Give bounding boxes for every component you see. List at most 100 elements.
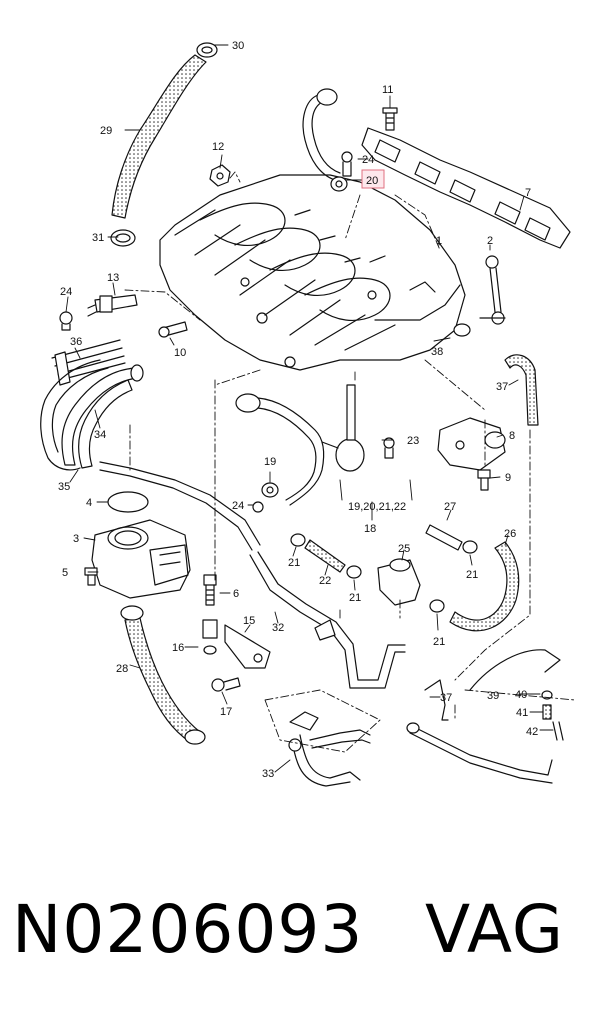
hose-26 (449, 541, 520, 632)
callout-6: 6 (233, 588, 239, 600)
callout-19: 19 (264, 456, 276, 468)
callout-12: 12 (212, 141, 224, 153)
callout-2: 2 (487, 235, 493, 247)
bracket-15 (224, 624, 271, 669)
pipe-32 (249, 551, 406, 689)
pipe-39 (406, 649, 561, 784)
pipe-assembly-33 (288, 711, 371, 787)
hose-34 (61, 364, 144, 469)
clamp-21a (290, 533, 306, 547)
callout-8: 8 (509, 430, 515, 442)
callout-30: 30 (232, 40, 244, 52)
callout-37b: 37 (440, 692, 452, 704)
bolt-5 (84, 567, 98, 586)
callout-13: 13 (107, 272, 119, 284)
callout-20: 20 (366, 175, 378, 187)
callout-9: 9 (505, 472, 511, 484)
spacer-16 (202, 619, 218, 655)
intake-manifold (159, 174, 466, 371)
callout-4: 4 (86, 497, 92, 509)
bolt-24-mid (252, 501, 264, 513)
footer: N0206093 VAG (0, 880, 600, 990)
connector-37-lower (424, 679, 449, 721)
callout-23: 23 (407, 435, 419, 447)
pipe-assembly-18 (235, 384, 365, 506)
callout-18: 18 (364, 523, 376, 535)
callout-29: 29 (100, 125, 112, 137)
part-number: N0206093 (12, 891, 364, 968)
callout-5: 5 (62, 567, 68, 579)
callout-33: 33 (262, 768, 274, 780)
callout-1: 1 (436, 235, 442, 247)
bolt-24-left (59, 311, 73, 331)
vacuum-hose-top (302, 88, 341, 181)
sensor-13 (87, 294, 138, 317)
callout-11: 11 (382, 84, 393, 96)
callout-21b: 21 (349, 592, 361, 604)
clip-42 (552, 721, 564, 741)
callout-24a: 24 (362, 154, 374, 166)
callout-39: 39 (487, 690, 499, 702)
callout-27: 27 (444, 501, 456, 513)
callout-21d: 21 (433, 636, 445, 648)
hose-41 (542, 704, 552, 720)
breather-hose-29 (110, 42, 218, 247)
callout-21c: 21 (466, 569, 478, 581)
bolt-17 (211, 677, 241, 692)
throttle-body-3 (91, 519, 191, 599)
callout-17: 17 (220, 706, 232, 718)
callout-32: 32 (272, 622, 284, 634)
callout-3: 3 (73, 533, 79, 545)
callout-7: 7 (525, 187, 531, 199)
callout-37a: 37 (496, 381, 508, 393)
bolt-23 (383, 437, 395, 459)
valve-25 (377, 558, 421, 606)
hose-28 (120, 605, 206, 745)
brand-name: VAG (424, 891, 564, 968)
callout-10: 10 (174, 347, 186, 359)
grommet-20 (330, 176, 348, 192)
callout-25: 25 (398, 543, 410, 555)
clip-38 (453, 323, 471, 337)
exploded-parts-diagram: 30 29 31 11 24 20 12 1 2 7 13 24 10 36 3… (40, 40, 576, 787)
gasket-4 (107, 491, 149, 513)
bolt-9 (477, 469, 491, 491)
stud-6 (203, 574, 217, 606)
callout-28: 28 (116, 663, 128, 675)
callout-15: 15 (243, 615, 255, 627)
callout-labels: 30 29 31 11 24 20 12 1 2 7 13 24 10 36 3… (58, 40, 538, 780)
grommet-19 (261, 482, 279, 498)
clamp-21d (429, 599, 445, 613)
callout-19-22: 19,20,21,22 (348, 501, 406, 513)
callout-36: 36 (70, 336, 82, 348)
callout-34: 34 (94, 429, 106, 441)
callout-24c: 24 (232, 500, 244, 512)
manifold-gasket (361, 127, 571, 249)
dashed-guides (124, 171, 576, 753)
bolt-11 (382, 107, 398, 131)
bolt-10 (158, 321, 188, 338)
nut-12 (209, 164, 231, 187)
callout-38: 38 (431, 346, 443, 358)
callout-leaders (65, 44, 554, 773)
hose-27 (425, 524, 463, 551)
callout-31: 31 (92, 232, 104, 244)
callout-42: 42 (526, 726, 538, 738)
callout-40: 40 (515, 689, 527, 701)
connector-36 (51, 339, 126, 386)
clamp-21c (462, 540, 478, 554)
pipe-connecting (99, 461, 261, 551)
callout-41: 41 (516, 707, 528, 719)
hose-22 (304, 539, 346, 573)
bolt-24-top (341, 151, 353, 177)
linkage-rod-2 (479, 255, 506, 325)
highlight-box (361, 169, 385, 189)
clamp-21b (346, 565, 362, 579)
callout-26: 26 (504, 528, 516, 540)
callout-22: 22 (319, 575, 331, 587)
callout-35: 35 (58, 481, 70, 493)
valve-8 (437, 417, 506, 471)
callout-24b: 24 (60, 286, 72, 298)
hose-37 (504, 354, 539, 426)
hose-35 (40, 359, 109, 471)
